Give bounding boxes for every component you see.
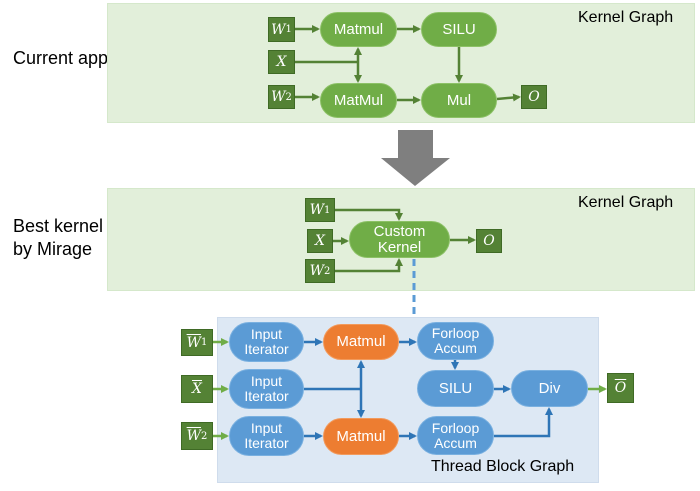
input-iterator-3-line1: Input [250, 420, 283, 436]
edge-mul-output [496, 93, 521, 102]
node-forloop-accum-2: Forloop Accum [417, 416, 494, 455]
custom-kernel-line1: Custom [373, 222, 426, 240]
mirage-tensor-w1-subscript: 1 [324, 204, 331, 216]
tensor-w1-label: W [271, 21, 286, 38]
tb-tensor-w2-subscript: 2 [201, 430, 208, 442]
mirage-tensor-w1-label: W [309, 202, 324, 218]
node-input-iterator-3: Input Iterator [229, 416, 304, 456]
forloop-accum-2-line2: Accum [434, 434, 477, 451]
forloop-accum-2-line1: Forloop [431, 419, 480, 436]
input-iterator-1-line2: Iterator [244, 341, 289, 357]
node-matmul-bottom: MatMul [320, 83, 397, 118]
node-tb-matmul-1: Matmul [323, 324, 399, 360]
mirage-tensor-w2-subscript: 2 [324, 265, 331, 277]
tensor-w2-subscript: 2 [285, 91, 292, 103]
tensor-w1-subscript: 1 [285, 24, 292, 35]
mirage-tensor-x: X [307, 229, 333, 253]
tensor-x: X [268, 50, 295, 74]
tb-tensor-x-label: X [192, 381, 202, 397]
tb-tensor-output: O [607, 373, 634, 403]
forloop-accum-1-line2: Accum [434, 340, 477, 356]
tb-tensor-x: X [181, 375, 213, 403]
node-input-iterator-2: Input Iterator [229, 369, 304, 409]
kernel-graph-panel-current [107, 3, 695, 123]
input-iterator-2-line2: Iterator [244, 388, 289, 404]
tb-tensor-w1-label: W [186, 334, 201, 351]
kernel-graph-title-1: Kernel Graph [578, 9, 674, 26]
node-matmul-top: Matmul [320, 12, 397, 47]
input-iterator-1-line1: Input [250, 326, 283, 342]
edge-w1-custom [335, 208, 403, 221]
tb-tensor-w2-label: W [186, 428, 201, 444]
mirage-tensor-output: O [476, 229, 502, 253]
forloop-accum-1-line1: Forloop [431, 325, 480, 341]
node-forloop-accum-1: Forloop Accum [417, 322, 494, 360]
node-custom-kernel: Custom Kernel [349, 221, 450, 258]
tensor-output: O [521, 85, 547, 109]
thread-block-graph-title: Thread Block Graph [431, 458, 575, 475]
kernel-graph-title-2: Kernel Graph [578, 194, 674, 211]
best-kernel-label-line2: by Mirage [13, 239, 93, 259]
tb-edge-accum2-div [494, 407, 553, 438]
custom-kernel-line2: Kernel [377, 238, 422, 256]
node-tb-matmul-2: Matmul [323, 418, 399, 455]
mirage-tensor-w2-label: W [309, 263, 324, 279]
tensor-w2-label: W [271, 89, 286, 105]
input-iterator-2-line1: Input [250, 373, 283, 389]
node-mul: Mul [421, 83, 497, 118]
node-tb-silu: SILU [417, 370, 494, 407]
tb-tensor-w1-subscript: 1 [201, 337, 208, 348]
node-input-iterator-1: Input Iterator [229, 322, 304, 362]
input-iterator-3-line2: Iterator [244, 435, 289, 451]
node-silu: SILU [421, 12, 497, 47]
node-tb-div: Div [511, 370, 588, 407]
transform-arrow-icon [381, 130, 450, 186]
tb-tensor-output-label: O [614, 380, 627, 396]
edge-w2-custom [335, 258, 403, 273]
